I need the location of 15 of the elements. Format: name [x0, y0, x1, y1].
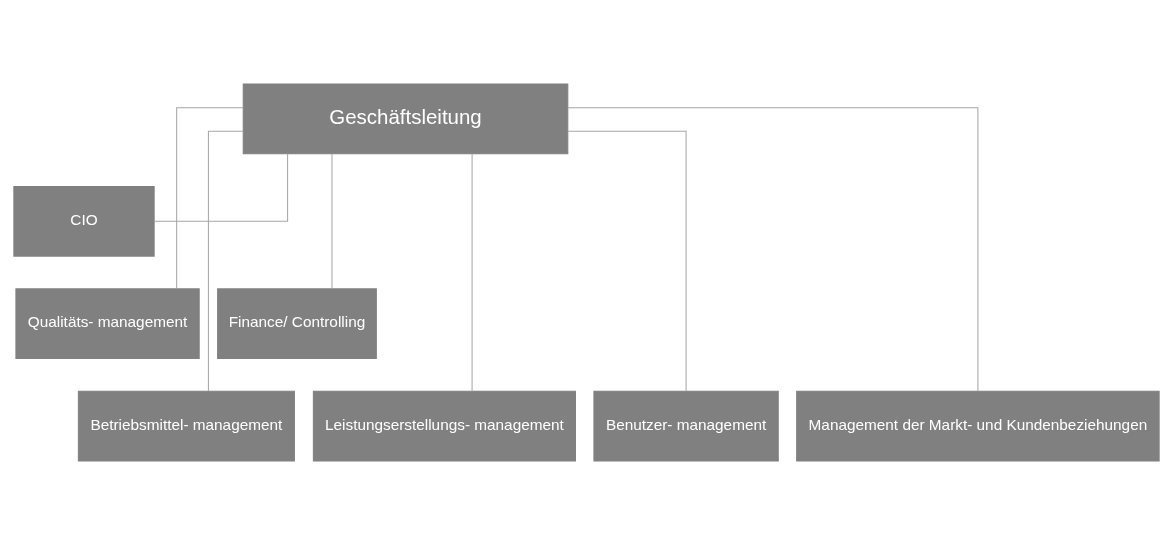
connector — [471, 153, 473, 392]
connector — [566, 130, 687, 392]
connector — [330, 153, 332, 290]
connector — [567, 107, 978, 392]
node-box: Leistungserstellungs- management — [312, 390, 576, 462]
node-box: Geschäftsleitung — [242, 83, 568, 155]
node-box: CIO — [12, 186, 155, 257]
node-box: Benutzer- management — [592, 390, 779, 462]
connector — [153, 153, 288, 222]
connector — [207, 130, 244, 392]
node-box: Management der Markt- und Kundenbeziehungen — [795, 390, 1160, 462]
node-box: Qualitäts- management — [14, 288, 200, 359]
node-box: Betriebsmittel- management — [77, 390, 295, 462]
node-box: Finance/ Controlling — [216, 288, 377, 359]
connector — [175, 107, 244, 289]
